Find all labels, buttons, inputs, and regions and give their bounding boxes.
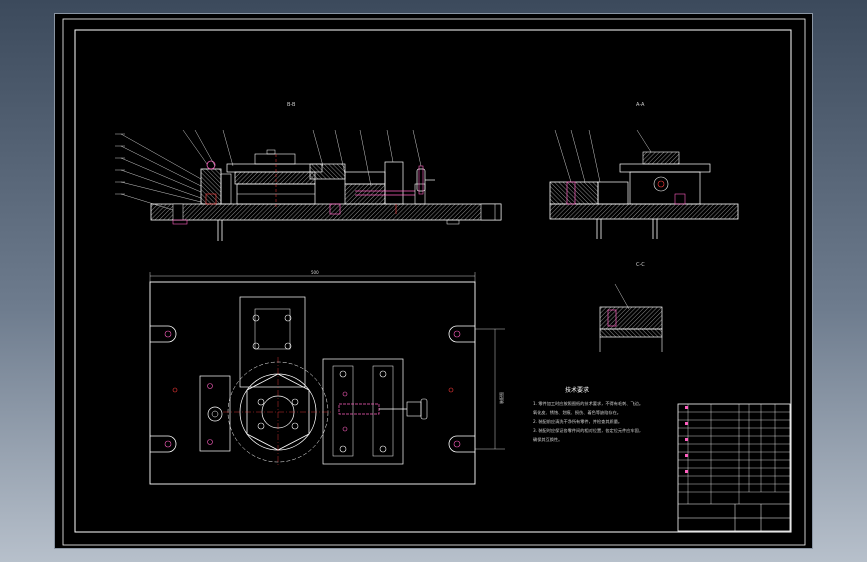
drawing-sheet: B-B	[55, 14, 812, 548]
title-block	[677, 403, 791, 532]
outer-frame	[62, 18, 806, 546]
top-plan-view: 500	[149, 270, 505, 485]
technical-notes: 技术要求 1. 零件加工时应按照图纸的技术要求，不得有毛刺、飞边。 氧化皮、锈蚀…	[533, 386, 643, 443]
overall-length-dim: 500	[311, 270, 319, 275]
rotated-label: 装配图	[498, 392, 504, 404]
note-line-4: 3. 装配时应保证各零件间的相对位置，各定位元件应牢固，	[533, 427, 643, 434]
note-line-2: 氧化皮、锈蚀、划痕、损伤、着色等缺陷存在。	[533, 409, 621, 416]
note-line-5: 确保其互换性。	[533, 436, 562, 443]
section-view-label: C-C	[636, 262, 645, 268]
inner-frame	[74, 29, 792, 533]
front-section-view: B-B	[115, 102, 502, 241]
side-section-view: A-A	[549, 102, 739, 239]
front-view-label: B-B	[287, 102, 296, 108]
section-detail-view: C-C	[599, 262, 663, 352]
assembly-drawing: B-B	[62, 18, 806, 546]
notes-title: 技术要求	[565, 386, 589, 394]
side-view-label: A-A	[636, 102, 645, 108]
note-line-3: 2. 装配前应清洗干净所有零件，并检查其质量。	[533, 418, 622, 425]
note-line-1: 1. 零件加工时应按照图纸的技术要求，不得有毛刺、飞边。	[533, 400, 643, 407]
